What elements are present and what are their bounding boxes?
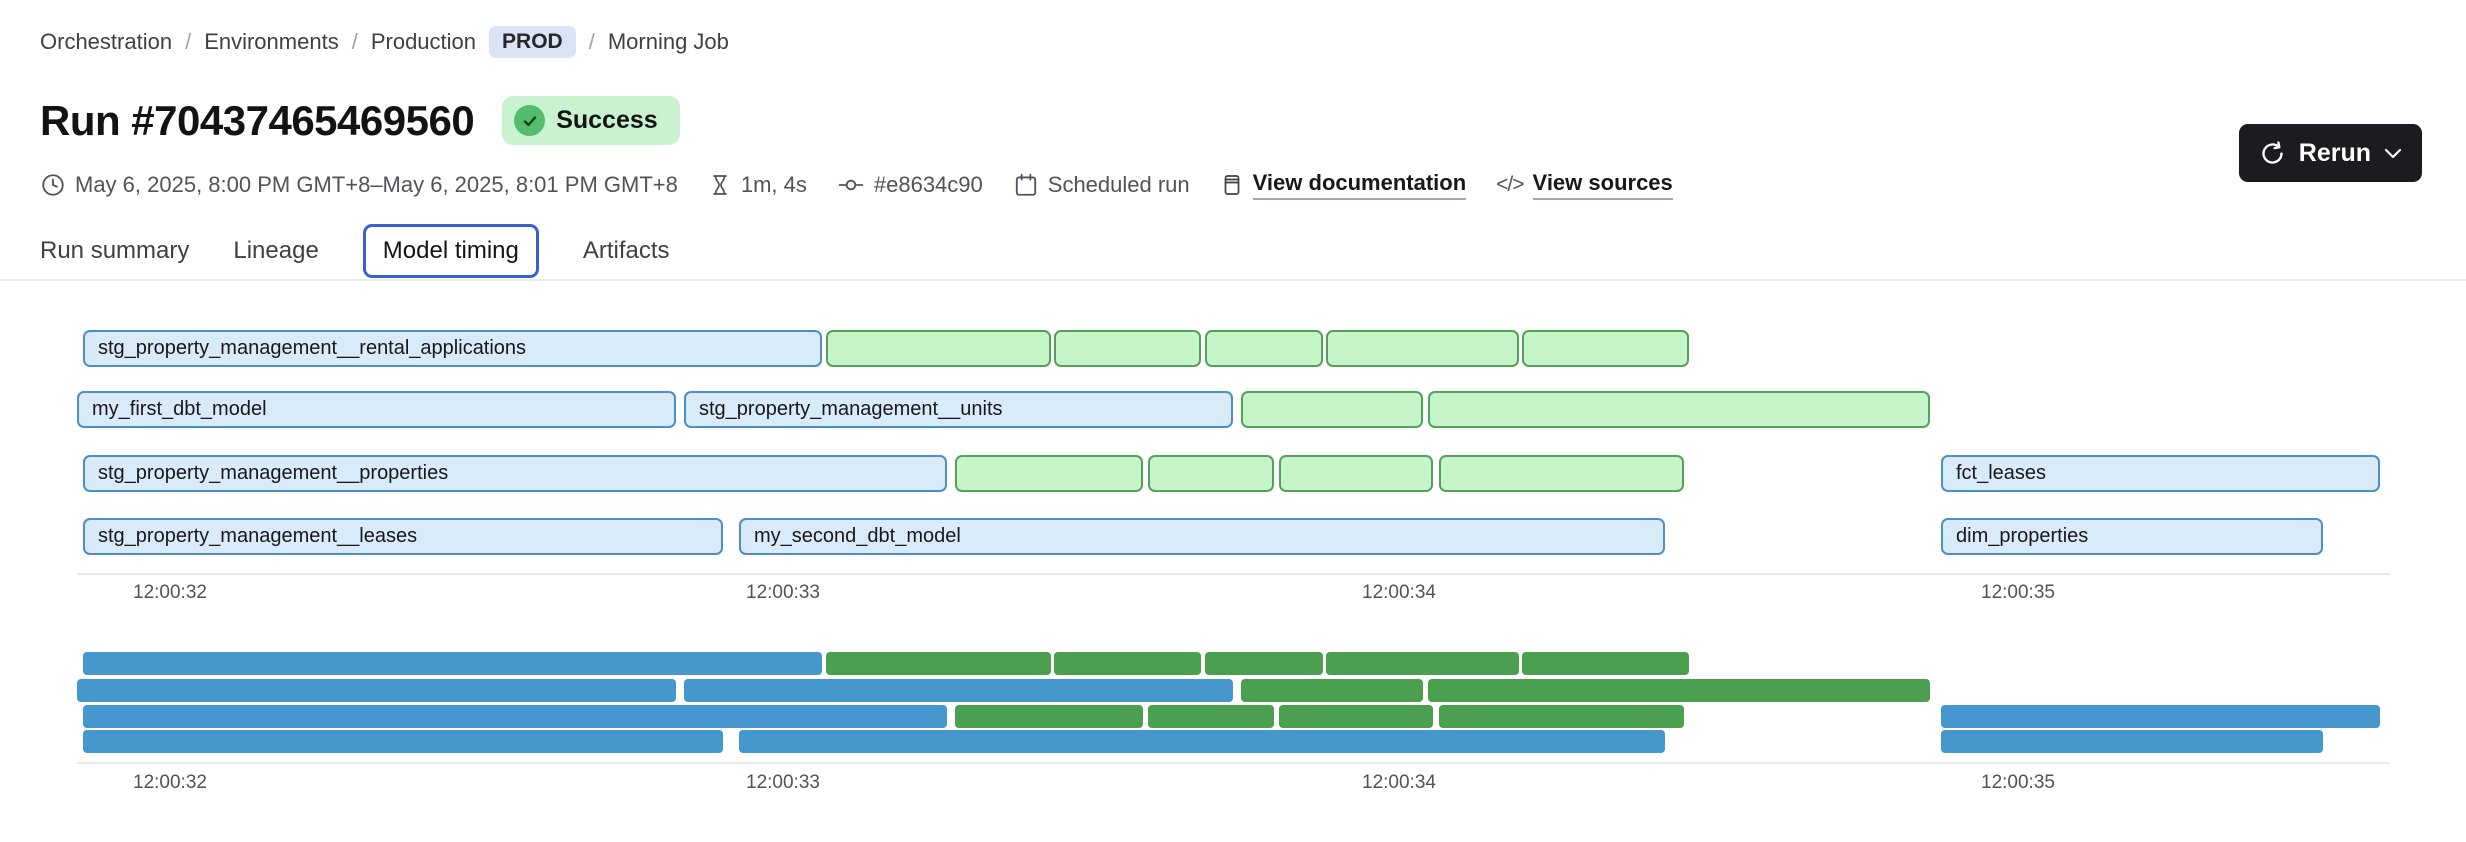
main-time-axis: 12:00:32 12:00:33 12:00:34 12:00:35 [0, 582, 2466, 608]
mini-gantt-bar[interactable] [739, 730, 1665, 753]
mini-gantt-bar[interactable] [1148, 705, 1274, 728]
gantt-bar[interactable]: stg_property_management__rental_applicat… [83, 330, 822, 367]
gantt-bar[interactable] [1428, 391, 1930, 428]
gantt-bar[interactable] [1522, 330, 1689, 367]
hourglass-icon [712, 175, 727, 195]
mini-gantt-bar[interactable] [83, 730, 723, 753]
page-title: Run #70437465469560 [40, 96, 475, 144]
commit-hash: #e8634c90 [837, 172, 983, 198]
tab-model-timing[interactable]: Model timing [362, 224, 539, 278]
title-row: Run #70437465469560 Success [40, 96, 680, 145]
mini-gantt-bar[interactable] [684, 679, 1233, 702]
breadcrumb-orchestration[interactable]: Orchestration [40, 29, 173, 54]
tab-lineage[interactable]: Lineage [233, 237, 319, 264]
run-time-range: May 6, 2025, 8:00 PM GMT+8–May 6, 2025, … [40, 172, 678, 198]
mini-time-axis: 12:00:32 12:00:33 12:00:34 12:00:35 [0, 772, 2466, 798]
mini-gantt-bar[interactable] [1054, 652, 1201, 675]
status-badge: Success [502, 96, 680, 145]
time-axis-label: 12:00:33 [746, 582, 820, 603]
gantt-bar[interactable]: fct_leases [1941, 455, 2380, 492]
tab-artifacts[interactable]: Artifacts [582, 237, 670, 264]
mini-gantt-bar[interactable] [955, 705, 1143, 728]
breadcrumb-environments[interactable]: Environments [204, 29, 339, 54]
run-meta-row: May 6, 2025, 8:00 PM GMT+8–May 6, 2025, … [40, 170, 1673, 200]
breadcrumb-production[interactable]: Production [370, 29, 477, 54]
main-axis-line [77, 573, 2390, 575]
breadcrumb-separator: / [351, 29, 358, 54]
gantt-bar[interactable]: stg_property_management__leases [83, 518, 723, 555]
model-timing-gantt-chart: stg_property_management__rental_applicat… [0, 330, 2466, 558]
mini-gantt-bar[interactable] [83, 652, 822, 675]
environment-badge: PROD [489, 26, 576, 58]
run-trigger: Scheduled run [1013, 172, 1190, 198]
mini-gantt-bar[interactable] [77, 679, 676, 702]
gantt-bar[interactable] [1054, 330, 1201, 367]
tab-run-summary[interactable]: Run summary [40, 237, 190, 264]
mini-gantt-bar[interactable] [1941, 705, 2380, 728]
view-documentation-link[interactable]: View documentation [1220, 170, 1467, 200]
gantt-bar[interactable] [1148, 455, 1274, 492]
gantt-bar[interactable] [1279, 455, 1433, 492]
clock-icon [42, 174, 64, 196]
mini-gantt-bar[interactable] [1439, 705, 1684, 728]
run-duration: 1m, 4s [708, 172, 807, 198]
gantt-bar[interactable] [1326, 330, 1519, 367]
status-badge-label: Success [556, 106, 658, 134]
gantt-bar[interactable] [1241, 391, 1423, 428]
rerun-icon [2259, 140, 2286, 167]
time-axis-label: 12:00:33 [746, 772, 820, 793]
tabs-divider [0, 279, 2466, 281]
run-tabs: Run summary Lineage Model timing Artifac… [40, 224, 670, 278]
mini-gantt-bar[interactable] [826, 652, 1051, 675]
gantt-bar[interactable] [826, 330, 1051, 367]
gantt-bar[interactable]: my_second_dbt_model [739, 518, 1665, 555]
gantt-bar[interactable]: dim_properties [1941, 518, 2323, 555]
mini-axis-line [77, 762, 2390, 764]
timeline-overview-chart [0, 652, 2466, 756]
gantt-bar[interactable] [1439, 455, 1684, 492]
time-axis-label: 12:00:34 [1362, 772, 1436, 793]
breadcrumb: Orchestration / Environments / Productio… [40, 26, 729, 58]
breadcrumb-separator: / [588, 29, 595, 54]
gantt-bar[interactable]: stg_property_management__units [684, 391, 1233, 428]
mini-gantt-bar[interactable] [1522, 652, 1689, 675]
mini-gantt-bar[interactable] [1428, 679, 1930, 702]
documentation-icon [1224, 175, 1240, 195]
mini-gantt-bar[interactable] [1241, 679, 1423, 702]
mini-gantt-bar[interactable] [1279, 705, 1433, 728]
gantt-bar[interactable] [1205, 330, 1323, 367]
mini-gantt-bar[interactable] [83, 705, 947, 728]
git-commit-icon [838, 179, 864, 191]
time-axis-label: 12:00:34 [1362, 582, 1436, 603]
breadcrumb-morning-job[interactable]: Morning Job [607, 29, 729, 54]
mini-gantt-bar[interactable] [1941, 730, 2323, 753]
time-axis-label: 12:00:32 [133, 772, 207, 793]
rerun-button-label: Rerun [2298, 138, 2371, 167]
view-sources-link[interactable]: </> View sources [1496, 170, 1673, 200]
time-axis-label: 12:00:35 [1981, 582, 2055, 603]
success-check-icon [514, 105, 546, 136]
calendar-icon [1015, 173, 1036, 196]
code-icon: </> [1496, 173, 1524, 196]
time-axis-label: 12:00:32 [133, 582, 207, 603]
mini-gantt-bar[interactable] [1205, 652, 1323, 675]
chevron-down-icon[interactable] [2384, 147, 2402, 159]
time-axis-label: 12:00:35 [1981, 772, 2055, 793]
breadcrumb-separator: / [185, 29, 192, 54]
gantt-bar[interactable]: my_first_dbt_model [77, 391, 676, 428]
gantt-bar[interactable] [955, 455, 1143, 492]
mini-gantt-bar[interactable] [1326, 652, 1519, 675]
gantt-bar[interactable]: stg_property_management__properties [83, 455, 947, 492]
rerun-button[interactable]: Rerun [2238, 124, 2422, 182]
